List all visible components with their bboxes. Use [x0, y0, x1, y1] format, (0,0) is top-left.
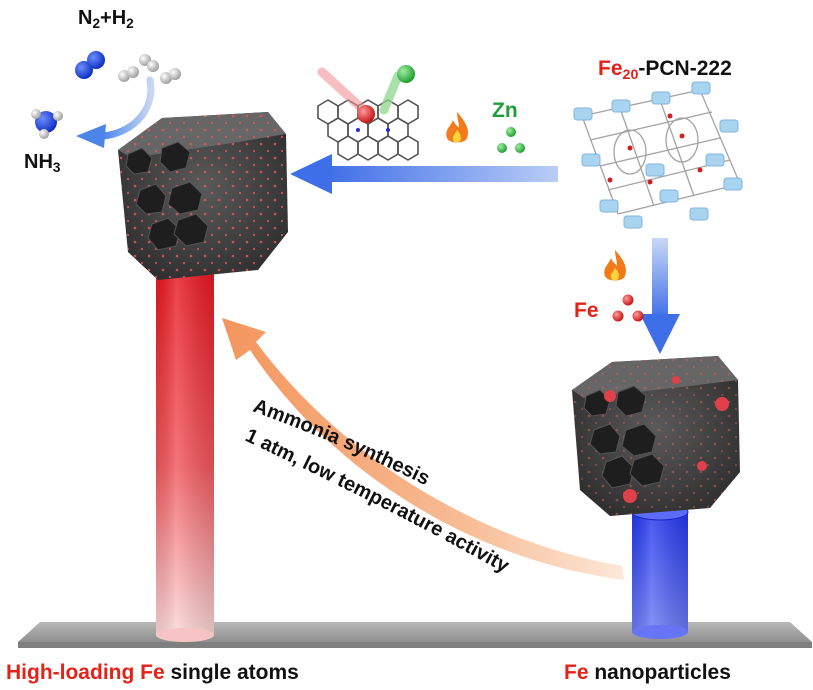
bottom-left-caption: High-loading Fe single atoms — [6, 661, 299, 684]
floor-edge — [18, 642, 812, 648]
h2-molecule-icon — [118, 54, 181, 84]
n2-molecule-icon — [75, 51, 105, 79]
zn-atoms-icon — [497, 127, 525, 153]
reactant-label: N2+H2 — [78, 7, 134, 31]
pyrolysis-arrow-vertical — [640, 238, 680, 354]
carbon-hexagon-icon — [118, 112, 288, 280]
floor-plane — [18, 622, 812, 642]
carbon-hexagon-icon — [572, 356, 740, 516]
product-label: NH3 — [24, 151, 61, 175]
fe-atoms-icon — [612, 294, 644, 322]
bottom-right-caption: Fe nanoparticles — [564, 661, 731, 684]
flame-icon — [604, 250, 626, 281]
nanoparticle-bar — [631, 503, 689, 639]
flame-icon — [446, 112, 468, 143]
mof-label: Fe20-PCN-222 — [598, 57, 732, 83]
mof-framework-icon — [573, 81, 743, 229]
nh3-molecule-icon — [31, 109, 63, 139]
reaction-curved-arrow — [76, 76, 155, 148]
fe-label: Fe — [574, 299, 599, 322]
zn-label: Zn — [492, 99, 518, 122]
high-loading-bar — [155, 254, 215, 642]
pyrolysis-arrow-horizontal — [290, 154, 558, 194]
porphyrin-icon — [317, 65, 419, 161]
